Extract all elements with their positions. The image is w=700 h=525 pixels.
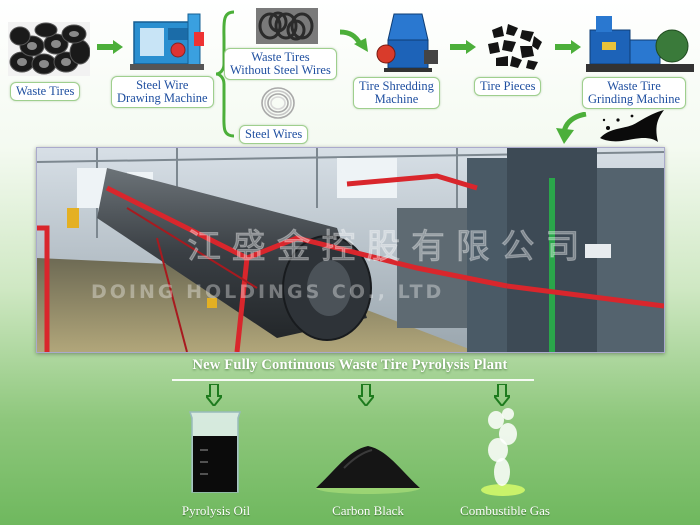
label-steel-wires: Steel Wires xyxy=(239,125,309,144)
label-combustible-gas: Combustible Gas xyxy=(460,503,550,518)
label-pyrolysis-oil: Pyrolysis Oil xyxy=(181,503,251,518)
arrow-right-icon xyxy=(450,40,476,54)
label-grinding-machine-line2: Grinding Machine xyxy=(588,92,680,106)
label-shredding-machine: Tire Shredding Machine xyxy=(353,77,440,109)
arrow-right-icon xyxy=(97,40,123,54)
label-shredding-machine-line2: Machine xyxy=(374,92,419,106)
pyrolysis-oil-beaker-image xyxy=(188,411,242,493)
arrow-down-icon xyxy=(494,384,510,406)
arrow-down-icon xyxy=(358,384,374,406)
label-tires-without-wires-line1: Waste Tires xyxy=(251,50,310,64)
steel-wire-machine-image xyxy=(130,13,204,70)
grinding-machine-image xyxy=(586,16,694,72)
label-grinding-machine-line1: Waste Tire xyxy=(607,79,661,93)
label-waste-tires: Waste Tires xyxy=(10,82,81,101)
watermark-english: DOING HOLDINGS CO., LTD xyxy=(91,281,444,303)
label-carbon-black: Carbon Black xyxy=(332,503,404,518)
curved-arrow-icon xyxy=(339,29,368,52)
combustible-gas-image xyxy=(481,408,525,496)
waste-tires-image xyxy=(8,22,90,76)
shredding-machine-image xyxy=(376,13,438,72)
tires-without-wires-image xyxy=(256,8,318,44)
label-steel-wire-machine-line1: Steel Wire xyxy=(136,78,189,92)
watermark-chinese: 江 盛 金 控 股 有 限 公 司 xyxy=(187,227,579,267)
brace-split-icon xyxy=(215,10,235,138)
label-tires-without-wires: Waste Tires Without Steel Wires xyxy=(224,48,337,80)
label-tire-pieces: Tire Pieces xyxy=(474,77,542,96)
arrow-right-icon xyxy=(555,40,581,54)
plant-title: New Fully Continuous Waste Tire Pyrolysi… xyxy=(192,357,508,373)
label-shredding-machine-line1: Tire Shredding xyxy=(359,79,434,93)
label-tires-without-wires-line2: Without Steel Wires xyxy=(230,63,331,77)
label-steel-wire-machine-line2: Drawing Machine xyxy=(117,91,208,105)
curved-arrow-down-icon xyxy=(556,112,587,144)
arrow-down-icon xyxy=(206,384,222,406)
steel-wires-image xyxy=(261,87,295,119)
label-grinding-machine: Waste Tire Grinding Machine xyxy=(582,77,686,109)
label-steel-wire-machine: Steel Wire Drawing Machine xyxy=(111,76,214,108)
oil-splash-image xyxy=(600,110,664,142)
tire-pieces-image xyxy=(488,24,542,70)
pyrolysis-plant-photo: 江 盛 金 控 股 有 限 公 司 DOING HOLDINGS CO., LT… xyxy=(36,147,665,353)
carbon-black-pile-image xyxy=(316,446,420,494)
title-underline xyxy=(172,379,534,381)
